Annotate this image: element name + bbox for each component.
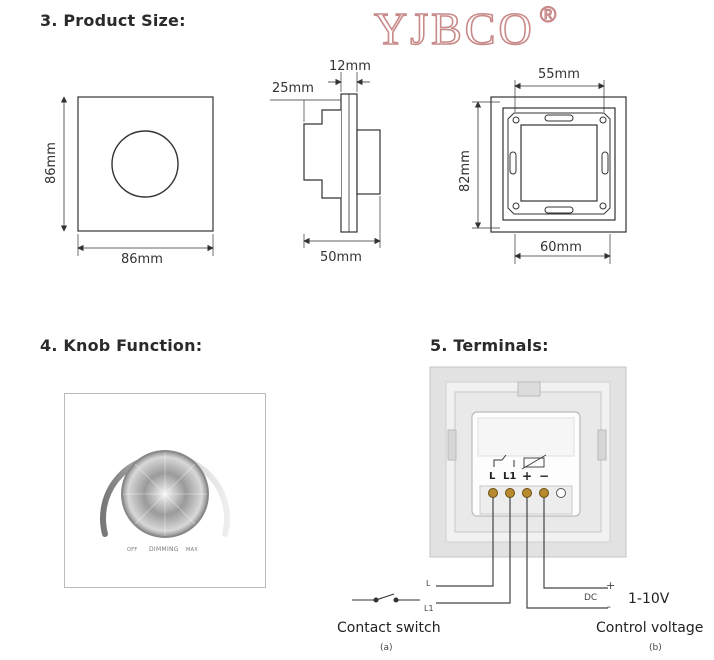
- wire-l-label: L: [426, 579, 431, 588]
- dc-plus-label: +: [606, 579, 616, 592]
- back-view: [472, 80, 627, 264]
- side-top-label: 12mm: [329, 59, 371, 74]
- knob-graphic: [100, 450, 230, 538]
- dc-label: DC: [584, 593, 598, 603]
- terminals-heading: 5. Terminals:: [430, 336, 549, 355]
- knob-max-label: MAX: [186, 547, 199, 553]
- knob-panel: OFF DIMMING MAX: [64, 393, 266, 588]
- side-depth-label: 25mm: [272, 81, 314, 96]
- terminal-label-minus: −: [539, 469, 550, 483]
- front-width-label: 86mm: [121, 252, 163, 267]
- knob-dimming-label: DIMMING: [149, 546, 179, 553]
- side-view: [270, 72, 381, 248]
- terminal-label-l: L: [489, 471, 496, 482]
- brand-logo: YJBCO: [373, 2, 535, 55]
- knob-function-heading: 4. Knob Function:: [40, 336, 203, 355]
- back-bottom-label: 60mm: [540, 240, 582, 255]
- registered-mark: ®: [539, 1, 557, 27]
- wire-l1-label: L1: [424, 604, 434, 613]
- knob-off-label: OFF: [127, 547, 138, 553]
- front-view: [60, 96, 214, 256]
- side-width-label: 50mm: [320, 250, 362, 265]
- terminal-label-plus: +: [522, 469, 533, 483]
- voltage-label: 1-10V: [628, 591, 670, 607]
- caption-a: (a): [380, 643, 393, 653]
- product-size-heading: 3. Product Size:: [40, 11, 186, 30]
- terminal-label-l1: L1: [503, 471, 517, 482]
- caption-b: (b): [649, 643, 662, 653]
- product-size-drawings: [60, 72, 627, 264]
- control-voltage-caption: Control voltage: [596, 620, 704, 636]
- contact-switch-caption: Contact switch: [337, 620, 441, 636]
- back-top-label: 55mm: [538, 67, 580, 82]
- dc-minus-label: -: [607, 600, 611, 613]
